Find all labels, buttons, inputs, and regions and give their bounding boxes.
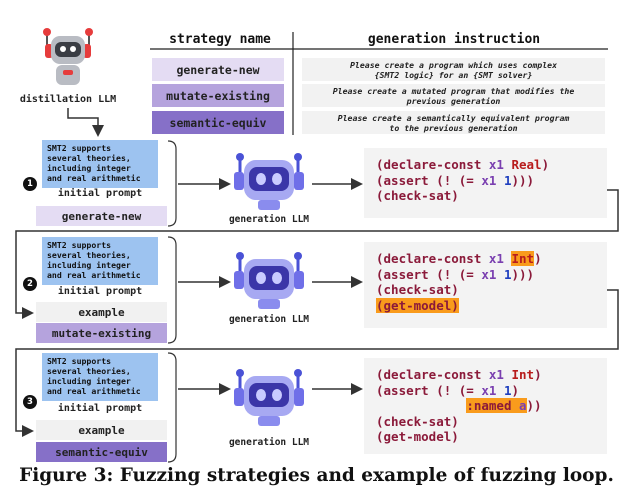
strategy-chip-mutate-existing: mutate-existing bbox=[36, 323, 167, 343]
prompt-text-box-3: SMT2 supports several theories, includin… bbox=[42, 353, 158, 401]
code-token: (declare-const bbox=[376, 251, 489, 266]
code-token: (check-sat) bbox=[376, 282, 459, 297]
instruction-mutate-existing: Please create a mutated program that mod… bbox=[302, 84, 605, 107]
instruction-line: Please create a program which uses compl… bbox=[349, 59, 558, 70]
strategy-generate-new: generate-new bbox=[152, 58, 284, 81]
prompt-line: SMT2 supports bbox=[47, 240, 112, 250]
code-token: x1 bbox=[481, 172, 497, 188]
code-token: Real bbox=[511, 157, 542, 172]
prompt-line: several theories, bbox=[47, 366, 131, 376]
bracket-3 bbox=[167, 352, 177, 463]
code-highlight: (get-model) bbox=[376, 297, 459, 313]
strategy-semantic-equiv: semantic-equiv bbox=[152, 111, 284, 134]
code-token: Int bbox=[511, 367, 535, 382]
instruction-semantic-equiv: Please create a semantically equivalent … bbox=[302, 111, 605, 134]
example-box-2: example bbox=[36, 302, 167, 322]
feedback-arrow-1 bbox=[15, 189, 619, 319]
code-token: x1 bbox=[481, 382, 497, 398]
code-token: 1 bbox=[503, 172, 512, 188]
prompt-line: including integer bbox=[47, 163, 131, 173]
step-number-2: 2 bbox=[23, 277, 37, 291]
instruction-line: previous generation bbox=[406, 95, 501, 106]
prompt-text-box-2: SMT2 supports several theories, includin… bbox=[42, 237, 158, 285]
code-token: (declare-const bbox=[376, 157, 489, 172]
generation-robot-icon bbox=[234, 369, 304, 426]
step-number-1: 1 bbox=[23, 177, 37, 191]
initial-prompt-label-3: initial prompt bbox=[57, 403, 143, 414]
generation-llm-label-3: generation LLM bbox=[228, 437, 310, 448]
code-token: x1 bbox=[488, 251, 504, 266]
generation-robot-icon bbox=[234, 252, 304, 309]
initial-prompt-label-2: initial prompt bbox=[57, 286, 143, 297]
instruction-line: Please create a mutated program that mod… bbox=[332, 85, 575, 96]
bracket-1 bbox=[167, 140, 177, 227]
generation-robot-icon bbox=[234, 153, 304, 210]
prompt-line: including integer bbox=[47, 376, 131, 386]
code-token: x1 bbox=[488, 367, 504, 382]
instruction-generate-new: Please create a program which uses compl… bbox=[302, 58, 605, 81]
distill-arrow bbox=[67, 108, 104, 137]
prompt-line: SMT2 supports bbox=[47, 143, 112, 153]
code-token: ))) bbox=[511, 266, 535, 282]
strategy-name-header: strategy name bbox=[169, 32, 271, 47]
prompt-line: SMT2 supports bbox=[47, 356, 112, 366]
code-token: x1 bbox=[488, 157, 504, 172]
code-token: a bbox=[519, 398, 527, 413]
code-block-3: (declare-const x1 Int) (assert (! (= x1 … bbox=[364, 358, 607, 454]
bracket-2 bbox=[167, 236, 177, 344]
prompt-line: including integer bbox=[47, 260, 131, 270]
code-token: ) bbox=[541, 157, 550, 172]
code-token: (assert (! (= bbox=[376, 172, 482, 188]
prompt-line: and real arithmetic bbox=[47, 386, 141, 396]
code-token: 1 bbox=[503, 382, 512, 398]
instruction-line: Please create a semantically equivalent … bbox=[337, 112, 570, 123]
code-token: (assert (! (= bbox=[376, 266, 482, 282]
code-token: (assert (! (= bbox=[376, 382, 482, 398]
strategy-chip-semantic-equiv: semantic-equiv bbox=[36, 442, 167, 462]
code-token: (check-sat) bbox=[376, 413, 459, 429]
prompt-line: several theories, bbox=[47, 250, 131, 260]
prompt-line: and real arithmetic bbox=[47, 173, 141, 183]
generation-llm-label-2: generation LLM bbox=[228, 314, 310, 325]
distillation-llm-label: distillation LLM bbox=[19, 94, 117, 105]
prompt-text-box-1: SMT2 supports several theories, includin… bbox=[42, 140, 158, 188]
code-token: ) bbox=[511, 382, 520, 398]
code-token: ))) bbox=[511, 172, 535, 188]
code-token: :named bbox=[466, 398, 519, 413]
code-token: ) bbox=[534, 251, 542, 266]
instruction-line: to the previous generation bbox=[389, 122, 518, 133]
code-token: (declare-const bbox=[376, 367, 489, 382]
code-token: x1 bbox=[481, 266, 497, 282]
code-token: )) bbox=[526, 398, 542, 413]
code-block-1: (declare-const x1 Real) (assert (! (= x1… bbox=[364, 148, 607, 218]
instruction-line: {SMT2 logic} for an {SMT solver} bbox=[374, 69, 533, 80]
code-token: (check-sat) bbox=[376, 188, 459, 203]
code-block-2: (declare-const x1 Int) (assert (! (= x1 … bbox=[364, 242, 607, 328]
example-box-3: example bbox=[36, 420, 167, 440]
strategy-chip-generate-new: generate-new bbox=[36, 206, 167, 226]
generation-instruction-header: generation instruction bbox=[367, 32, 541, 47]
initial-prompt-label-1: initial prompt bbox=[57, 188, 143, 199]
step-number-3: 3 bbox=[23, 395, 37, 409]
strategy-mutate-existing: mutate-existing bbox=[152, 84, 284, 107]
prompt-line: several theories, bbox=[47, 153, 131, 163]
code-highlight: Int bbox=[511, 251, 535, 266]
code-token: (get-model) bbox=[376, 429, 459, 444]
figure-caption: Figure 3: Fuzzing strategies and example… bbox=[19, 465, 614, 486]
generation-llm-label-1: generation LLM bbox=[228, 214, 310, 225]
code-token: 1 bbox=[503, 266, 512, 282]
prompt-line: and real arithmetic bbox=[47, 270, 141, 280]
code-token: ) bbox=[534, 367, 542, 382]
distillation-robot-icon bbox=[43, 28, 93, 85]
code-highlight: :named a bbox=[466, 398, 527, 413]
feedback-arrow-2 bbox=[15, 289, 619, 437]
